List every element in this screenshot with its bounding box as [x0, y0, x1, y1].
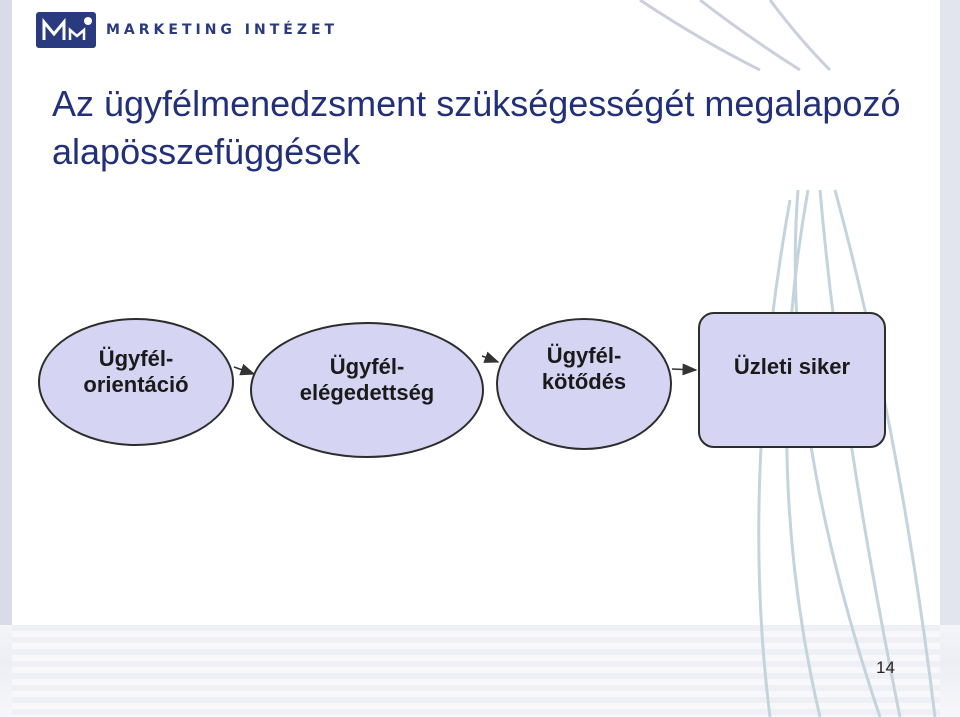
arrow-n2-n3: [482, 356, 498, 362]
arrow-n1-n2: [234, 367, 254, 374]
page-number: 14: [876, 658, 895, 678]
arrow-n3-n4: [672, 369, 696, 370]
